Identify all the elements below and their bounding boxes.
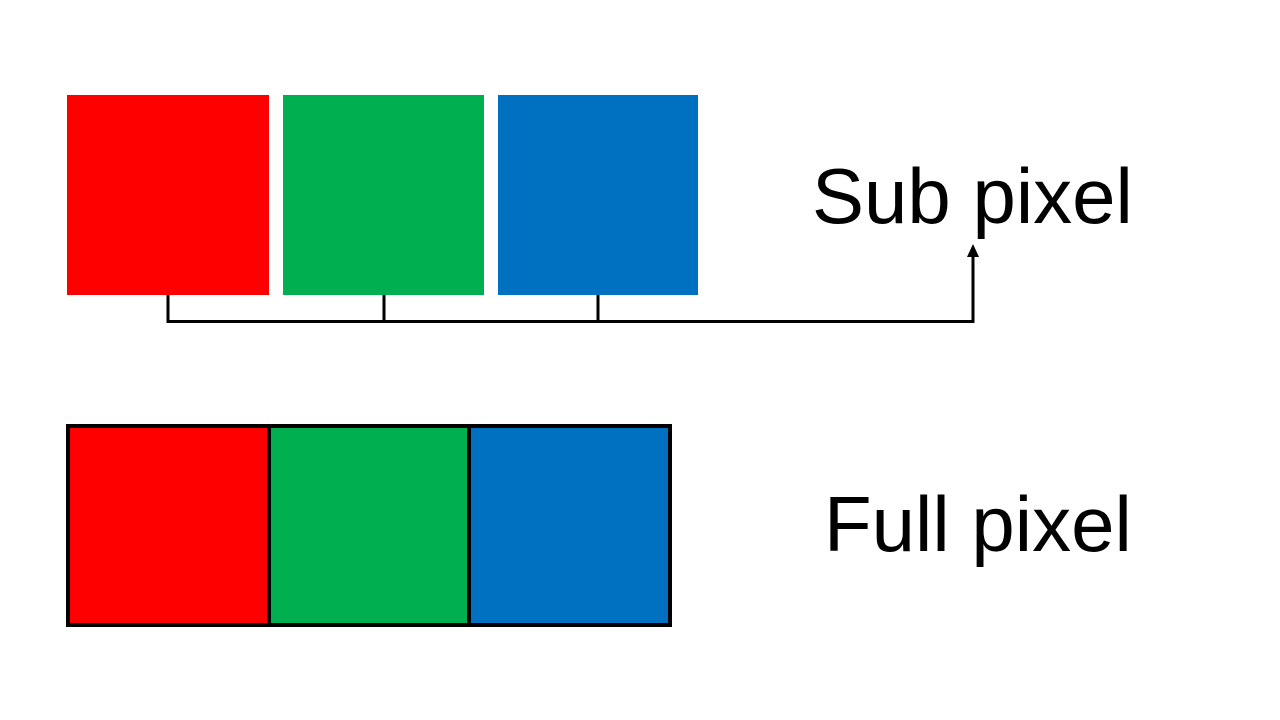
full-pixel-label: Full pixel (824, 480, 1132, 568)
arrow-head (967, 244, 979, 257)
fullpixel-green-swatch (266, 428, 472, 623)
fullpixel-red-swatch (70, 428, 267, 623)
fullpixel-blue-swatch (471, 428, 669, 623)
subpixel-green-swatch (283, 95, 484, 295)
subpixel-red-swatch (67, 95, 269, 295)
sub-pixel-label: Sub pixel (812, 152, 1133, 240)
full-pixel-box (66, 424, 672, 627)
subpixel-blue-swatch (498, 95, 698, 295)
